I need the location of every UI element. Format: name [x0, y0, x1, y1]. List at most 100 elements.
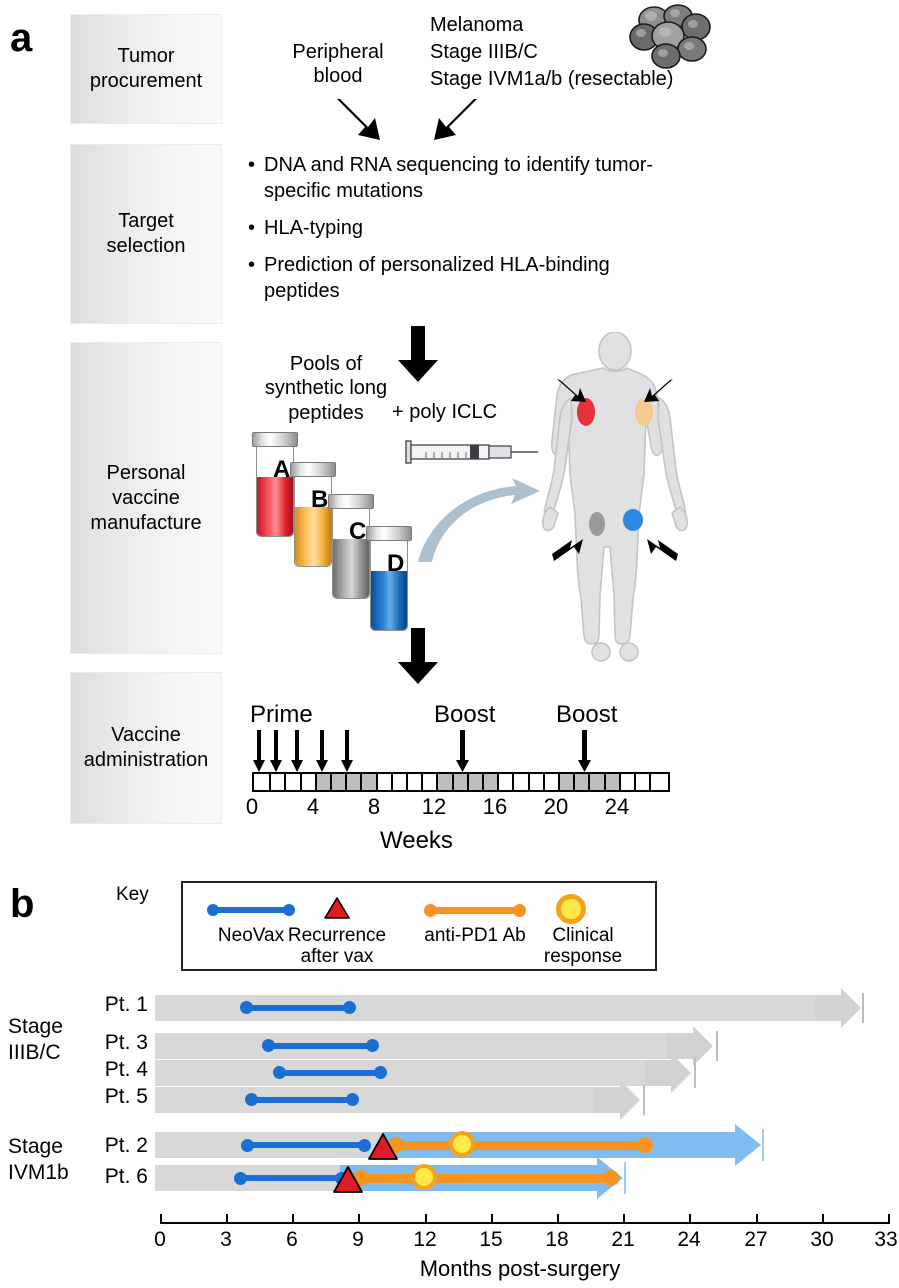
prime-dose-arrow-4-icon [316, 730, 328, 772]
stage-box-label: Personal vaccine manufacture [90, 461, 202, 534]
lane-followup-bar [155, 1033, 683, 1059]
months-tick-3 [226, 1214, 228, 1224]
bullet-dot-icon [248, 252, 264, 304]
weeks-tick-label-16: 16 [482, 794, 508, 819]
months-tick-label-21: 21 [611, 1228, 635, 1251]
arrow-blood-to-target-icon [337, 99, 380, 140]
weeks-axis-bar [252, 772, 670, 792]
months-tick-33 [888, 1214, 890, 1224]
swimmer-row-pt6 [155, 1157, 865, 1199]
injection-flow-arrow-icon [418, 478, 540, 562]
prime-dose-arrow-3-icon [291, 730, 303, 772]
weeks-axis-title: Weeks [380, 827, 453, 854]
months-tick-12 [425, 1214, 427, 1224]
lane-end-tick [716, 1031, 718, 1061]
group-label-stage-iiib-c: Stage IIIB/C [8, 1015, 63, 1064]
months-tick-15 [491, 1214, 493, 1224]
pd1-end-dot [637, 1137, 653, 1153]
peptide-vial-a: A [252, 432, 298, 537]
prime-dose-arrow-5-icon [341, 730, 353, 772]
legend-recurrence-caption: Recurrence after vax [287, 925, 387, 968]
stage-box-vaccine-administration: Vaccine administration [70, 672, 222, 824]
neovax-start-dot [245, 1093, 258, 1106]
bullet-text: DNA and RNA sequencing to identify tumor… [264, 154, 654, 202]
lane-followup-arrowhead-icon [667, 1026, 713, 1066]
legend-response-glyph [556, 894, 586, 924]
legend-recurrence-glyph [324, 897, 350, 919]
months-tick-label-3: 3 [220, 1228, 232, 1251]
patient-body-diagram [542, 332, 688, 662]
peptide-vial-c: C [328, 494, 374, 599]
pd1-bar-pt2 [396, 1141, 645, 1150]
weeks-tick-label-4: 4 [306, 794, 320, 819]
neovax-start-dot [240, 1001, 253, 1014]
recurrence-marker-pt2 [368, 1133, 398, 1160]
lane-followup-arrowhead-icon [594, 1080, 640, 1120]
boost-label-2: Boost [556, 701, 618, 728]
group-label-stage-ivm1b: Stage IVM1b [8, 1135, 69, 1184]
legend-pd1-glyph [424, 903, 526, 917]
months-tick-label-9: 9 [352, 1228, 364, 1251]
months-tick-label-18: 18 [545, 1228, 569, 1251]
weeks-tick-label-8: 8 [367, 794, 381, 819]
stage-box-target-selection: Target selection [70, 144, 222, 324]
months-axis-title: Months post-surgery [419, 1256, 621, 1281]
key-title: Key [116, 884, 149, 905]
neovax-bar-pt6 [240, 1175, 341, 1181]
panel-a-letter: a [10, 16, 33, 60]
peptide-pools-label: Pools of synthetic long peptides [264, 353, 388, 424]
neovax-start-dot [262, 1039, 275, 1052]
prime-label: Prime [250, 701, 313, 728]
neovax-bar-pt5 [251, 1097, 352, 1103]
adjuvant-label: + poly ICLC [392, 401, 498, 423]
injection-site-right-deltoid [577, 398, 595, 426]
stage-box-personal-vaccine-manufacture: Personal vaccine manufacture [70, 342, 222, 654]
bullet-dot-icon [248, 152, 264, 204]
vial-fluid [371, 570, 407, 630]
peripheral-blood-label: Peripheral blood [292, 41, 384, 88]
swimmer-row-pt3 [155, 1026, 865, 1066]
boost-dose-arrow-1-icon [456, 730, 469, 772]
target-selection-bullets: DNA and RNA sequencing to identify tumor… [248, 152, 678, 315]
months-tick-27 [756, 1214, 758, 1224]
months-tick-label-0: 0 [154, 1228, 166, 1251]
neovax-start-dot [273, 1066, 286, 1079]
clinical-response-marker-pt2 [449, 1131, 475, 1157]
swimmer-row-pt5 [155, 1080, 865, 1120]
injection-site-left-thigh [623, 509, 643, 531]
neovax-bar-pt3 [268, 1043, 372, 1049]
stage-box-label: Target selection [106, 210, 186, 257]
tumor-source-line-2: Stage IIIB/C [430, 41, 538, 63]
patient-label-pt1: Pt. 1 [104, 993, 148, 1016]
boost-dose-arrow-2-icon [578, 730, 591, 772]
pd1-end-dot [603, 1170, 619, 1186]
neovax-bar-pt2 [247, 1142, 364, 1148]
legend-neovax-glyph [207, 903, 295, 917]
patient-label-pt2: Pt. 2 [104, 1134, 148, 1157]
neovax-end-dot [366, 1039, 379, 1052]
vial-body [256, 446, 294, 537]
weeks-tick-label-0: 0 [245, 794, 259, 819]
pd1-bar-pt6 [361, 1174, 611, 1183]
months-axis-line [160, 1222, 888, 1224]
bullet-item: HLA-typing [248, 215, 678, 241]
swimmer-row-pt2 [155, 1124, 865, 1166]
vial-body [294, 476, 332, 567]
prime-dose-arrow-2-icon [270, 730, 282, 772]
vial-letter: B [311, 486, 329, 513]
vial-cap [366, 526, 412, 541]
lane-followup-arrowhead-icon [645, 1053, 691, 1093]
arrow-tumor-to-target-icon [434, 99, 477, 140]
bullet-text: Prediction of personalized HLA-binding p… [264, 254, 610, 302]
patient-label-pt4: Pt. 4 [104, 1058, 148, 1081]
vial-letter: A [273, 456, 291, 483]
vial-fluid [295, 506, 331, 566]
neovax-end-dot [346, 1093, 359, 1106]
months-tick-18 [557, 1214, 559, 1224]
bullet-item: DNA and RNA sequencing to identify tumor… [248, 152, 678, 204]
weeks-tick-label-12: 12 [421, 794, 447, 819]
lane-end-tick [643, 1085, 645, 1115]
lane-followup-bar [155, 1087, 610, 1113]
bullet-item: Prediction of personalized HLA-binding p… [248, 252, 678, 304]
lane-end-tick [862, 993, 864, 1023]
